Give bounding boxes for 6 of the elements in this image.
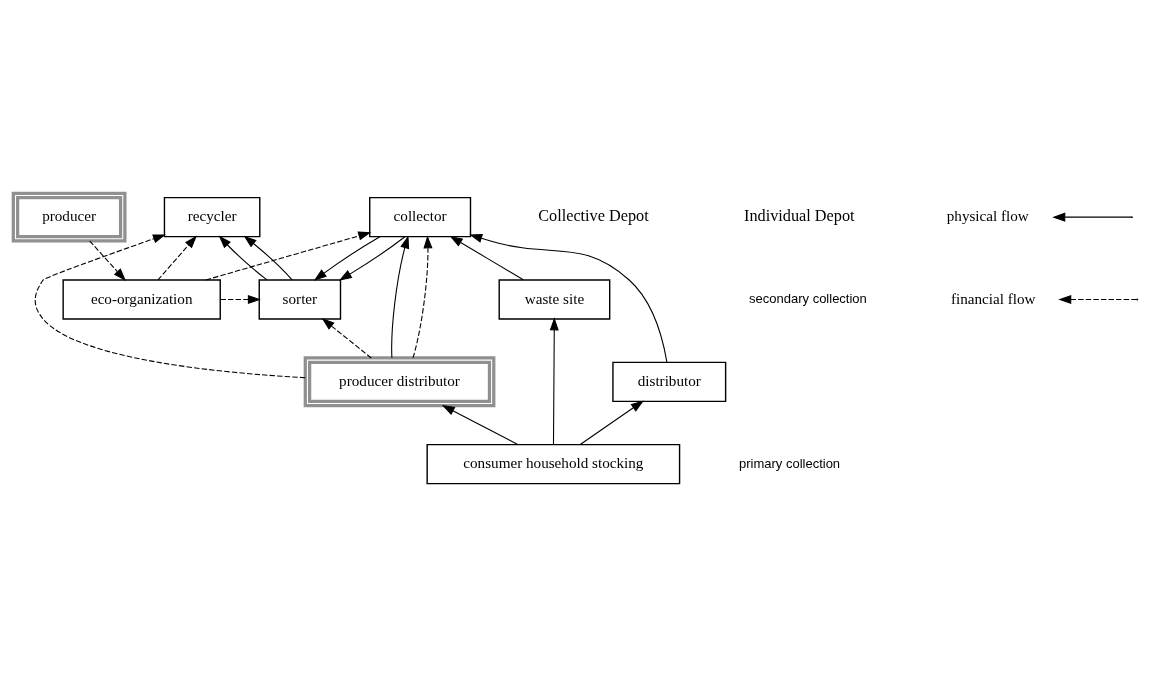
label: secondary collection	[749, 290, 867, 306]
label: Collective Depot	[538, 206, 649, 225]
legend-label: financial flow	[950, 289, 1036, 307]
label: primary collection	[738, 455, 841, 471]
legend-label: physical flow	[946, 207, 1029, 225]
label: Individual Depot	[744, 206, 855, 225]
